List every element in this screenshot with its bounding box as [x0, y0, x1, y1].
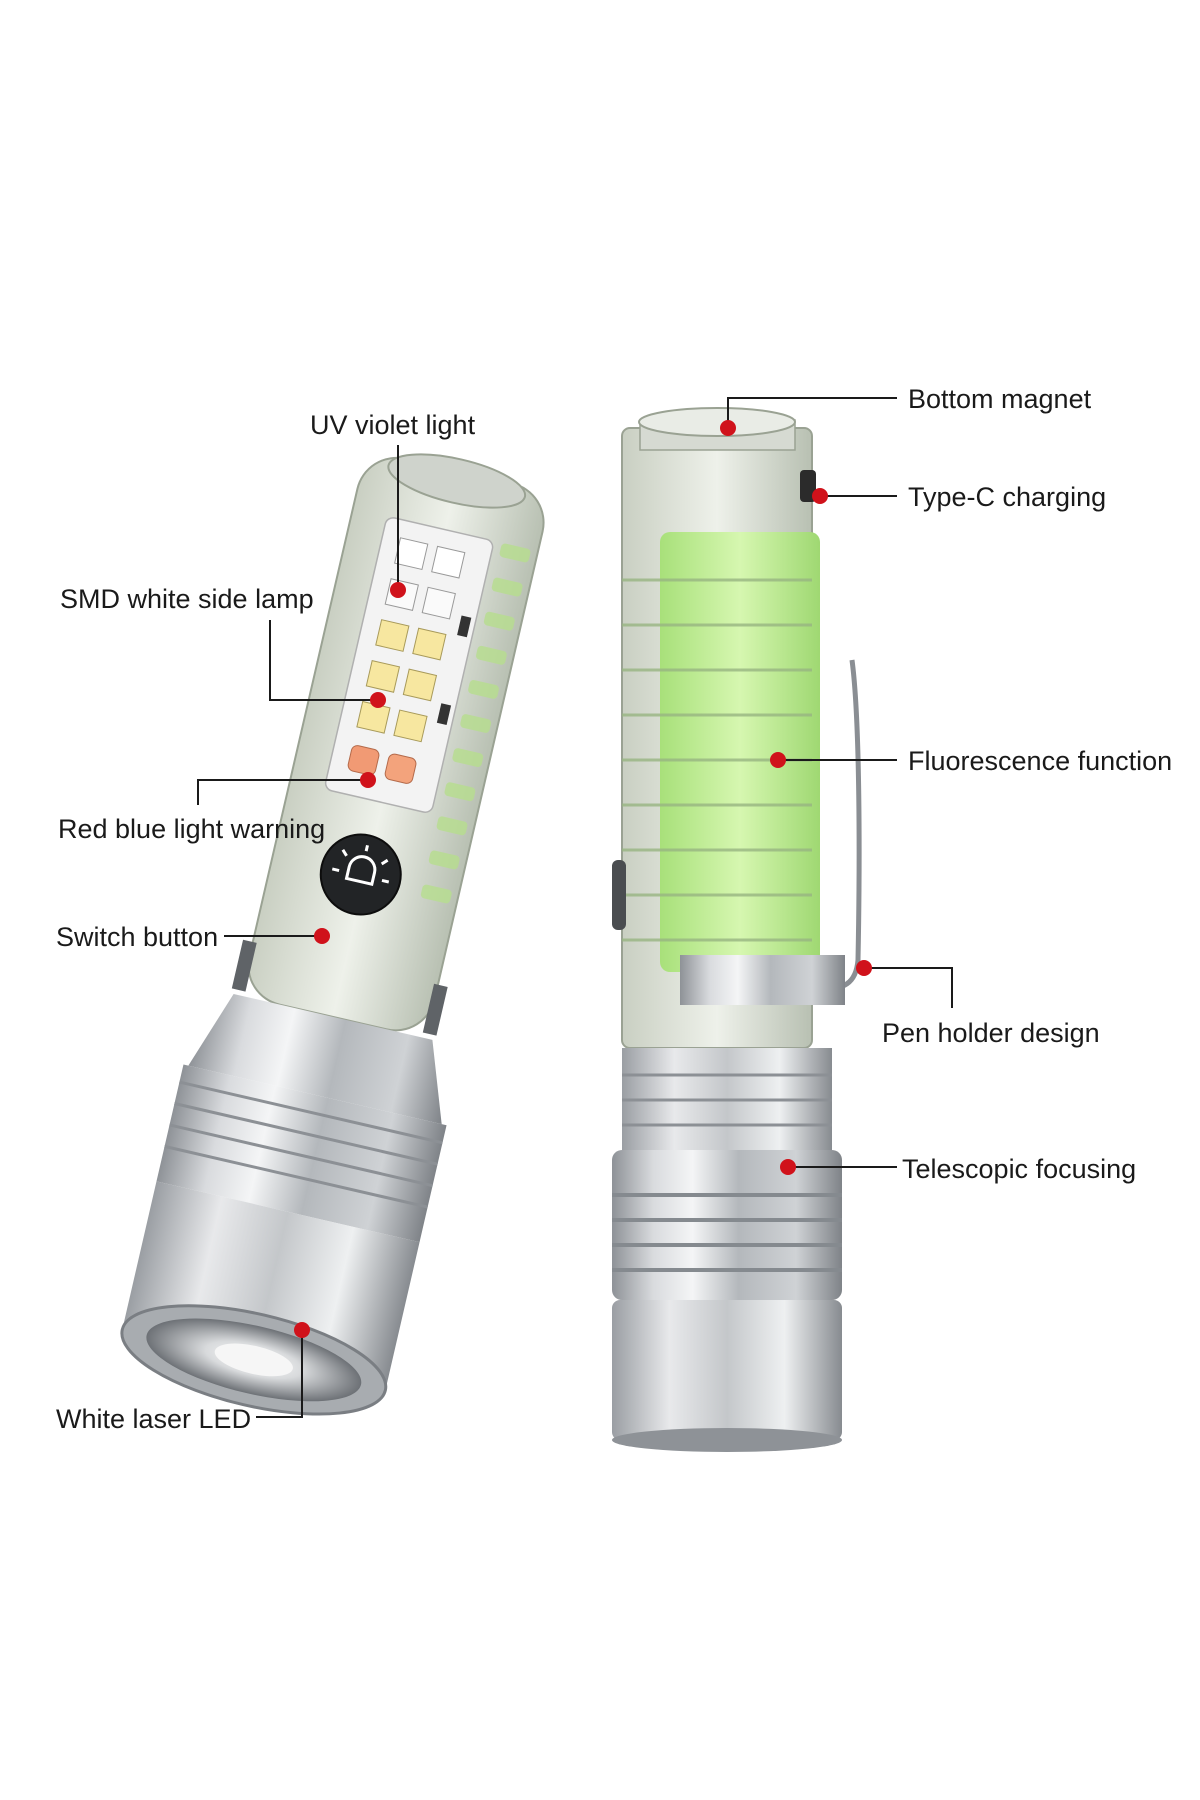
pen-holder-dot — [856, 960, 872, 976]
fluorescence-dot — [770, 752, 786, 768]
callout-lines — [197, 397, 953, 1418]
label-fluorescence-function: Fluorescence function — [908, 746, 1172, 776]
label-type-c-charging: Type-C charging — [908, 482, 1106, 512]
label-switch-button: Switch button — [56, 922, 218, 952]
label-uv-violet-light: UV violet light — [310, 410, 476, 440]
label-smd-white-side-lamp: SMD white side lamp — [60, 584, 314, 614]
warning-light-dot — [360, 772, 376, 788]
type-c-dot — [812, 488, 828, 504]
telescopic-dot — [780, 1159, 796, 1175]
side-lamp-dot — [370, 692, 386, 708]
switch-button-dot — [314, 928, 330, 944]
label-red-blue-light-warning: Red blue light warning — [58, 814, 325, 844]
uv-light-dot — [390, 582, 406, 598]
bulb-icon — [331, 844, 390, 887]
bottom-magnet-dot — [720, 420, 736, 436]
label-white-laser-led: White laser LED — [56, 1404, 251, 1434]
label-bottom-magnet: Bottom magnet — [908, 384, 1092, 414]
label-telescopic-focusing: Telescopic focusing — [902, 1154, 1136, 1184]
right-flashlight — [612, 407, 862, 1452]
laser-led-dot — [294, 1322, 310, 1338]
left-flashlight — [120, 453, 545, 1416]
callout-dots — [294, 420, 872, 1338]
label-pen-holder-design: Pen holder design — [882, 1018, 1100, 1048]
